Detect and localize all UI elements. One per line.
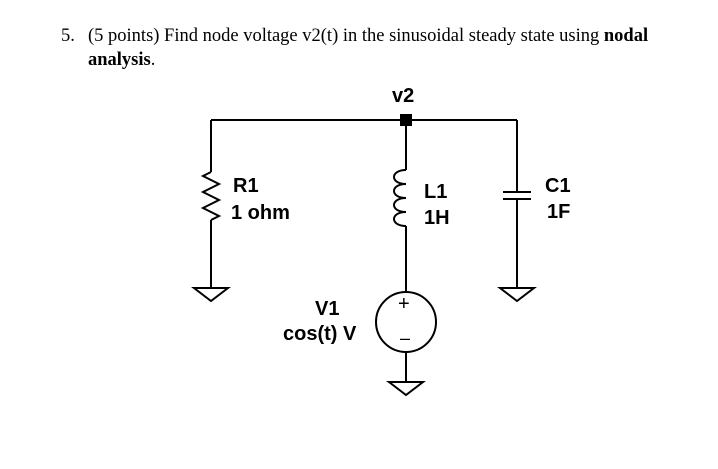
question-line2-bold: analysis <box>88 50 151 70</box>
v1-minus-sign: – <box>400 328 410 348</box>
question-number: 5. <box>61 26 75 46</box>
r1-resistor <box>200 171 222 221</box>
v1-value: cos(t) V <box>283 323 357 345</box>
question-line-2: analysis. <box>88 48 155 72</box>
l1-name: L1 <box>424 181 447 203</box>
node-v2-label: v2 <box>392 85 414 107</box>
l1-inductor <box>393 169 407 227</box>
c1-value: 1F <box>547 201 570 223</box>
r1-name: R1 <box>233 175 259 197</box>
question-line2-tail: . <box>150 50 156 70</box>
question-line-1: (5 points) Find node voltage v2(t) in th… <box>88 24 698 48</box>
question-prompt: (5 points) Find node voltage v2(t) in th… <box>88 26 600 46</box>
v1-plus-sign: + <box>398 293 410 315</box>
ground-c1 <box>497 287 537 303</box>
v1-name: V1 <box>315 298 339 320</box>
node-v2-marker <box>400 114 412 126</box>
ground-v1 <box>386 381 426 397</box>
ground-r1 <box>191 287 231 303</box>
question-bold-word: nodal <box>603 26 649 46</box>
l1-value: 1H <box>424 207 450 229</box>
c1-name: C1 <box>545 175 571 197</box>
r1-value: 1 ohm <box>231 202 290 224</box>
